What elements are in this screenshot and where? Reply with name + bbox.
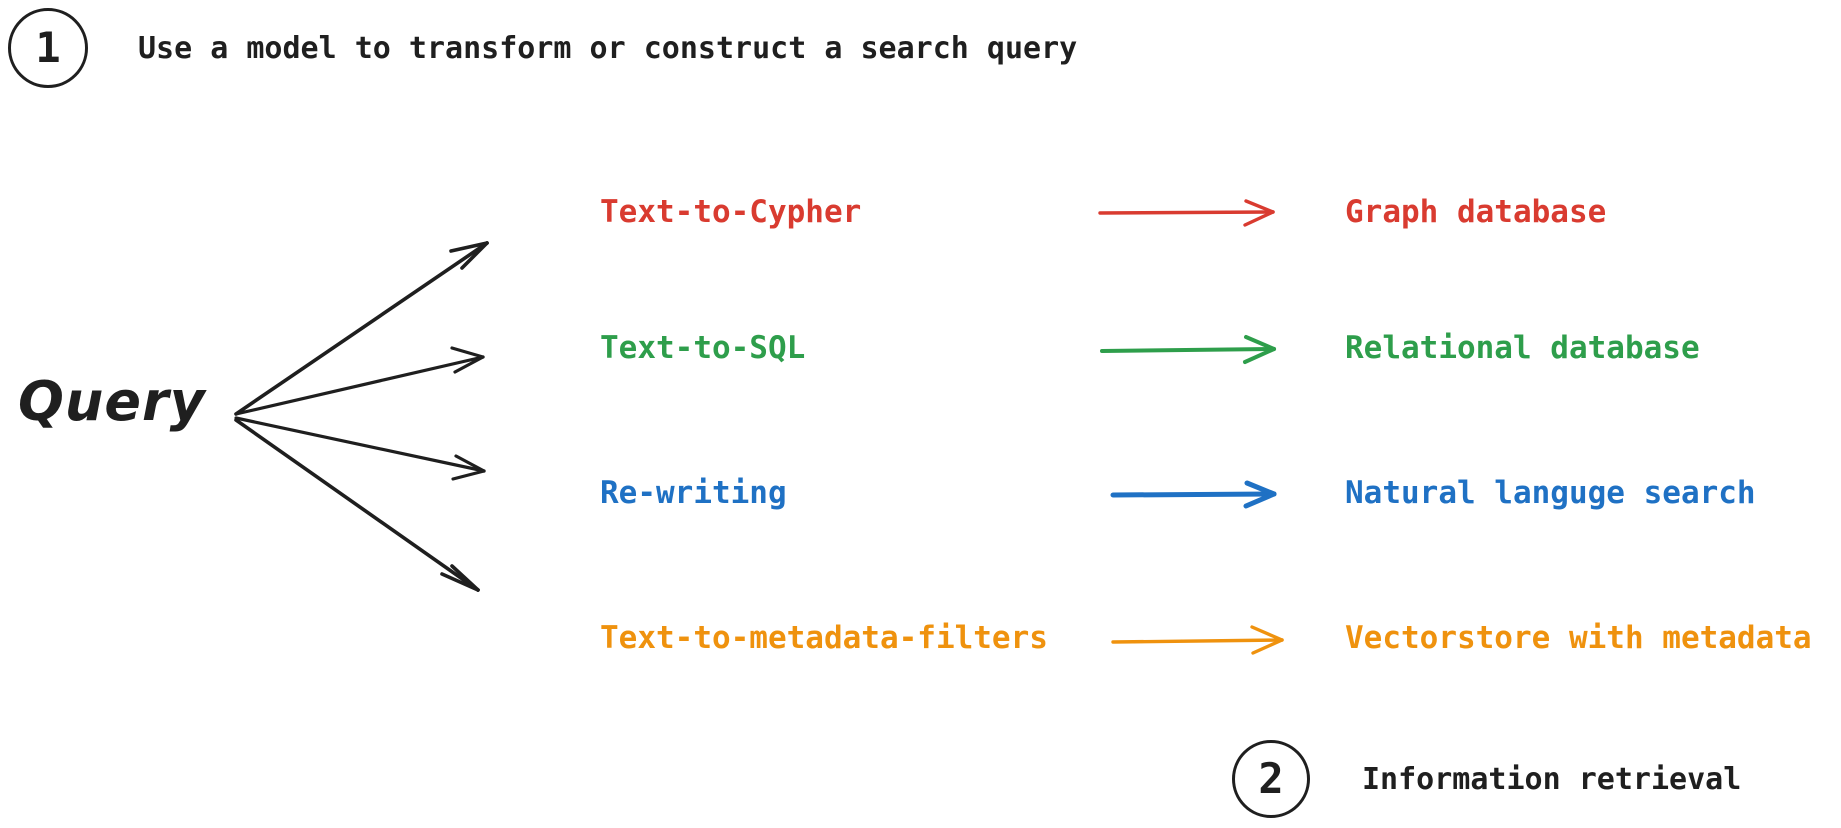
query-node-label: Query	[18, 370, 206, 433]
row-metadata-source-label: Text-to-metadata-filters	[600, 620, 1048, 656]
step-2-circle: 2	[1232, 740, 1310, 818]
row-cypher-arrow	[1098, 196, 1288, 230]
step-1-label: Use a model to transform or construct a …	[138, 30, 1078, 66]
row-rewrite: Re-writing Natural languge search	[0, 463, 1841, 523]
step-1-number: 1	[35, 23, 61, 72]
row-metadata: Text-to-metadata-filters Vectorstore wit…	[0, 608, 1841, 668]
row-rewrite-arrow	[1108, 477, 1288, 511]
row-cypher-target-label: Graph database	[1345, 194, 1607, 230]
step-2-badge: 2 Information retrieval	[1232, 740, 1741, 818]
row-metadata-target-label: Vectorstore with metadata	[1345, 620, 1812, 656]
step-2-label: Information retrieval	[1362, 761, 1742, 797]
step-2-number: 2	[1258, 754, 1284, 803]
step-1-badge: 1 Use a model to transform or construct …	[8, 8, 1077, 88]
row-sql-source-label: Text-to-SQL	[600, 330, 806, 366]
row-sql-target-label: Relational database	[1345, 330, 1700, 366]
row-rewrite-target-label: Natural languge search	[1345, 475, 1756, 511]
row-cypher: Text-to-Cypher Graph database	[0, 182, 1841, 242]
row-cypher-source-label: Text-to-Cypher	[600, 194, 862, 230]
row-metadata-arrow	[1110, 622, 1295, 656]
row-rewrite-source-label: Re-writing	[600, 475, 787, 511]
row-sql: Text-to-SQL Relational database	[0, 318, 1841, 378]
row-sql-arrow	[1098, 332, 1288, 366]
step-1-circle: 1	[8, 8, 88, 88]
